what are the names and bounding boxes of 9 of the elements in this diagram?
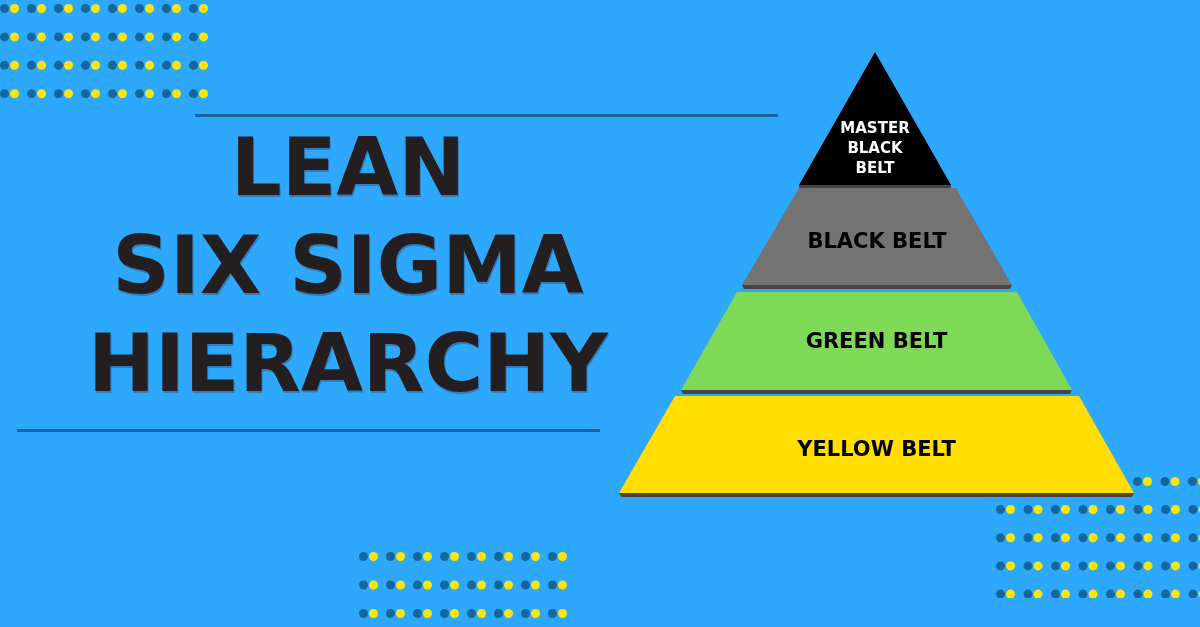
level-label: MASTER BLACK BELT	[840, 118, 910, 178]
title-heading: LEAN SIX SIGMA HIERARCHY	[87, 120, 609, 412]
pyramid-level	[742, 188, 1012, 289]
level-label: GREEN BELT	[805, 328, 948, 354]
pyramid-level	[681, 292, 1072, 394]
level-label: BLACK BELT	[807, 228, 947, 254]
pyramid-level	[619, 396, 1134, 497]
level-label: YELLOW BELT	[797, 436, 956, 462]
pyramid-level	[799, 52, 951, 188]
